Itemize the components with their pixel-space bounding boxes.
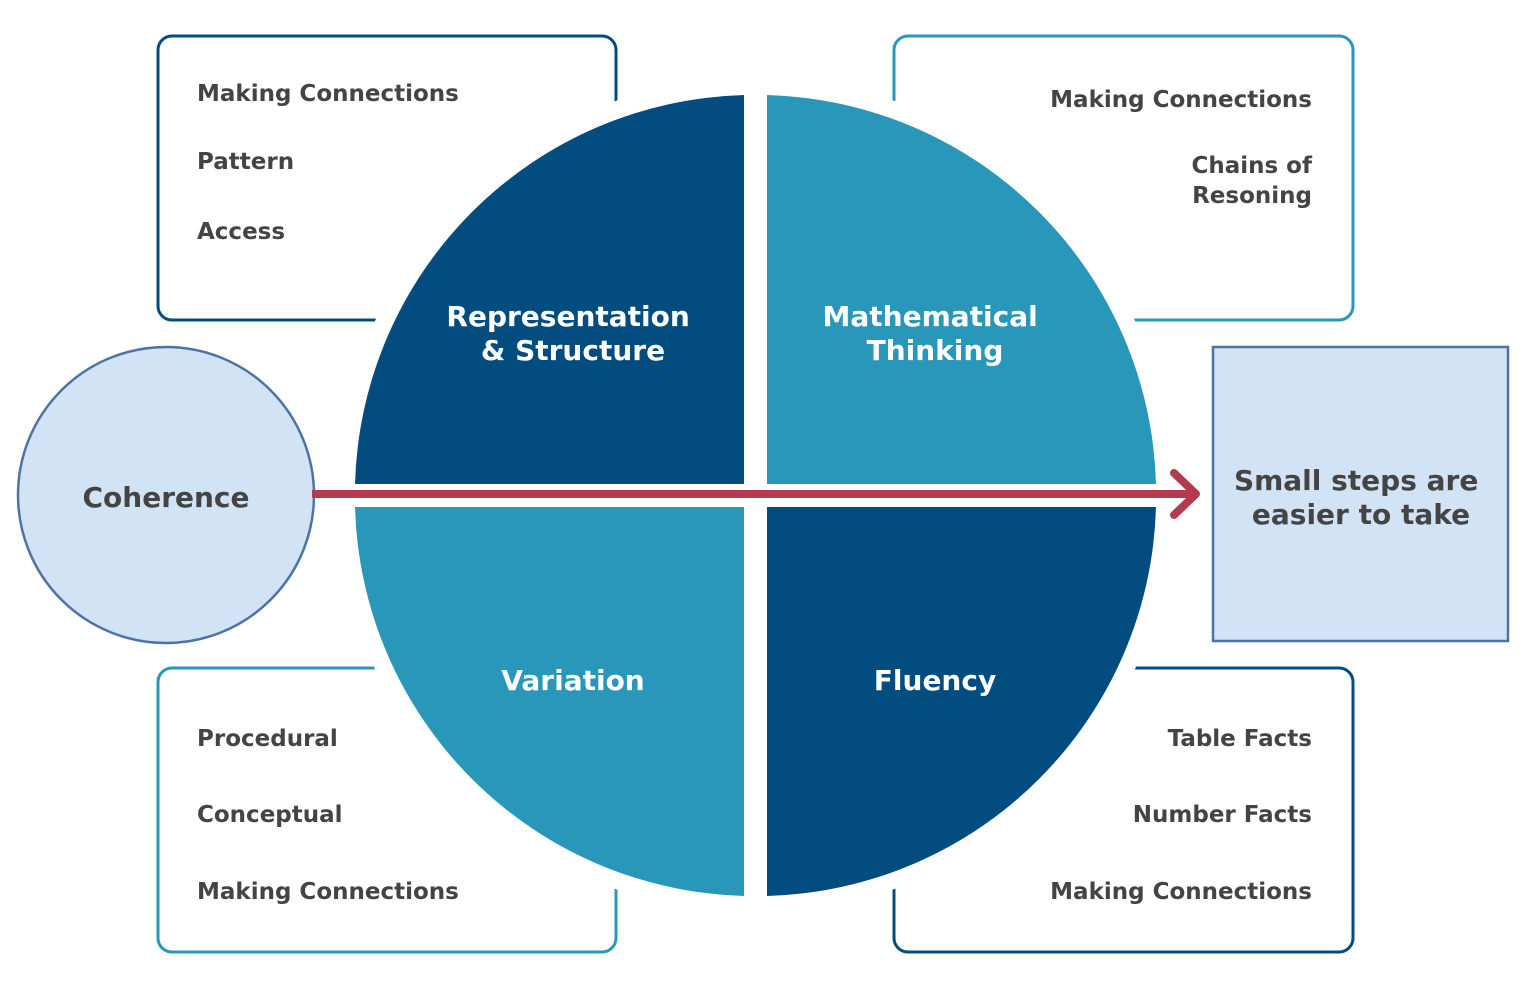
quadrant-bottom-left xyxy=(355,507,744,896)
box-item: Making Connections xyxy=(1050,879,1312,905)
box-item: Table Facts xyxy=(1168,726,1312,752)
box-item: Access xyxy=(197,219,285,245)
outcome-label: Small steps are easier to take xyxy=(1234,464,1488,531)
quadrant-top-left xyxy=(355,95,744,484)
box-item: Making Connections xyxy=(1050,87,1312,113)
quadrant-top-right xyxy=(767,95,1156,484)
coherence-label: Coherence xyxy=(82,481,249,514)
progression-arrow-head xyxy=(1170,469,1200,519)
quadrant-title-top-left: Representation & Structure xyxy=(446,300,699,367)
box-item: Number Facts xyxy=(1133,802,1312,828)
quadrant-title-top-right: Mathematical Thinking xyxy=(823,300,1048,367)
quadrant-bottom-right xyxy=(767,507,1156,896)
box-item: Pattern xyxy=(197,149,294,175)
box-item: Procedural xyxy=(197,726,338,752)
box-item: Chains of xyxy=(1191,153,1313,179)
box-item: Making Connections xyxy=(197,81,459,107)
box-item: Conceptual xyxy=(197,802,343,828)
box-item: Resoning xyxy=(1192,183,1312,209)
quadrant-title-bottom-left: Variation xyxy=(501,664,645,697)
outcome-box xyxy=(1211,345,1510,643)
box-item: Making Connections xyxy=(197,879,459,905)
quadrant-title-bottom-right: Fluency xyxy=(874,664,996,697)
